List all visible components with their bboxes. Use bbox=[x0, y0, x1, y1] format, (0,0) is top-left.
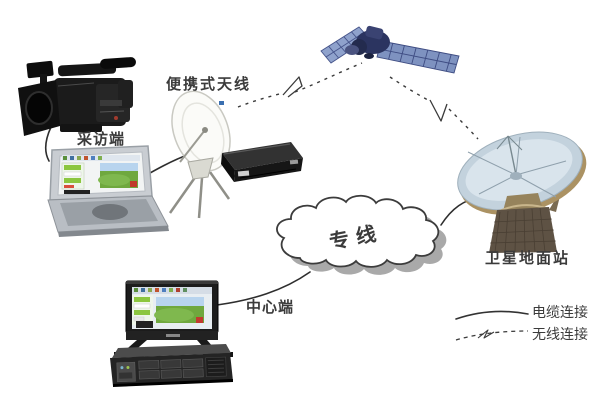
label-portable-antenna: 便携式天线 bbox=[166, 75, 252, 93]
satellite-modem-icon bbox=[221, 142, 303, 182]
label-ground-station: 卫星地面站 bbox=[485, 249, 571, 267]
rack-server-icon bbox=[110, 344, 233, 387]
wireless-line-dish-satellite bbox=[237, 62, 363, 108]
cable-line-camera-laptop bbox=[45, 126, 52, 162]
satellite-icon bbox=[320, 25, 460, 74]
legend-wireless-label: 无线连接 bbox=[532, 327, 588, 343]
cable-line-cloud-monitor bbox=[216, 271, 311, 306]
ground-station-dish-icon bbox=[457, 131, 587, 253]
label-interview-end: 采访端 bbox=[77, 130, 126, 148]
label-center-end: 中心端 bbox=[246, 298, 295, 316]
portable-satellite-dish-icon bbox=[168, 90, 231, 219]
legend-cable-line-sample bbox=[455, 310, 529, 320]
legend-wireless-line-sample bbox=[455, 329, 529, 341]
legend-cable-label: 电缆连接 bbox=[532, 305, 588, 321]
rugged-laptop-icon bbox=[47, 145, 169, 237]
wireless-line-satellite-station bbox=[389, 76, 479, 140]
cloud-shape bbox=[276, 194, 447, 275]
video-camera-icon bbox=[18, 57, 136, 136]
